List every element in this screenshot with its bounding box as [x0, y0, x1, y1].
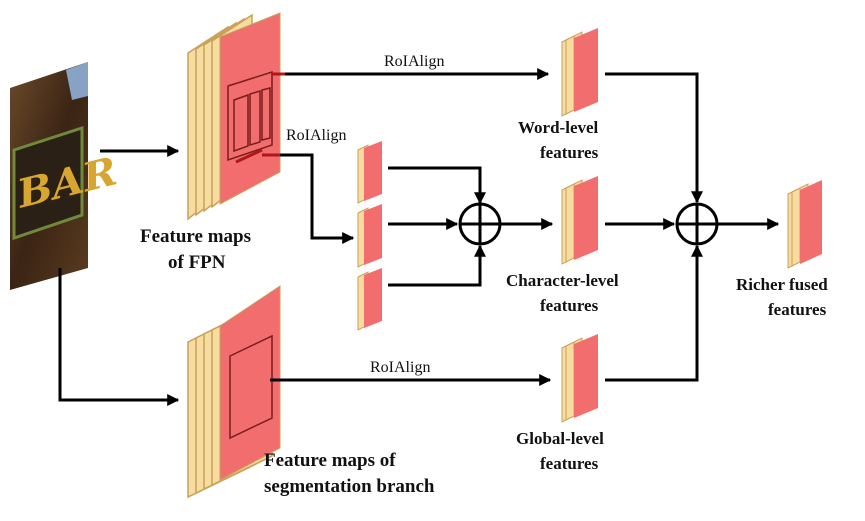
arrow-roialign-char: [262, 153, 355, 244]
arrow-char1-to-fuse: [388, 166, 486, 205]
char-label-line2: features: [540, 296, 599, 315]
seg-label-line1: Feature maps of: [264, 450, 396, 471]
fusion-node-final: [675, 202, 719, 246]
character-level-feature-block: [561, 176, 598, 265]
arrow-global-to-fuse2: [605, 244, 703, 382]
char-map-2: [357, 204, 382, 268]
seg-label-line2: segmentation branch: [264, 476, 435, 497]
word-label-line1: Word-level: [518, 118, 599, 137]
global-label-line2: features: [540, 454, 599, 473]
fusion-node-character: [458, 202, 502, 246]
global-label-line1: Global-level: [516, 429, 604, 448]
word-label-line2: features: [540, 143, 599, 162]
global-level-feature-block: [561, 334, 598, 423]
fpn-label-line2: of FPN: [168, 252, 226, 273]
char-label-line1: Character-level: [506, 271, 619, 290]
arrow-input-to-seg: [58, 268, 180, 406]
roialign-label-mid: RoIAlign: [286, 127, 346, 144]
segmentation-feature-stack: [187, 285, 281, 499]
word-level-feature-block: [561, 28, 598, 117]
fpn-label-line1: Feature maps: [140, 226, 251, 247]
arrow-word-to-fuse2: [605, 72, 703, 204]
char-map-3: [357, 268, 382, 331]
arrow-char3-to-fuse: [388, 244, 486, 287]
roialign-label-top: RoIAlign: [384, 53, 444, 70]
richer-fused-feature-block: [787, 180, 822, 269]
input-image: BAR: [10, 62, 116, 290]
fused-label-line1: Richer fused: [736, 275, 828, 294]
char-map-1: [357, 141, 382, 204]
fpn-feature-stack: [187, 12, 281, 221]
roialign-label-bottom: RoIAlign: [370, 359, 430, 376]
fused-label-line2: features: [768, 300, 827, 319]
